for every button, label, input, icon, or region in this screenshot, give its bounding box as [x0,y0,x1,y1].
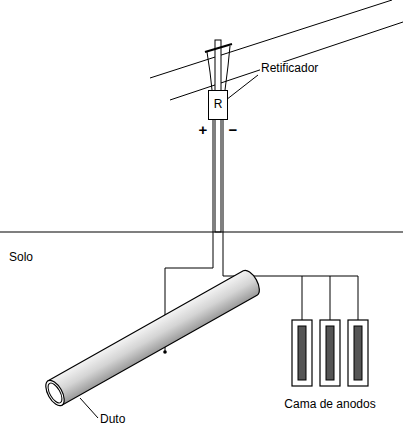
polarity-sign: − [228,122,239,139]
drop-wire [210,72,212,90]
leader-line [80,398,98,418]
anode-wire [302,276,303,320]
power-line [150,0,392,78]
cross-arm [205,44,232,52]
rectifier-letter: R [214,98,223,111]
anode-wire [330,276,331,320]
pipeline [42,267,263,408]
leader-line [226,75,258,100]
pipe-label: Duto [99,413,126,426]
power-line [170,22,403,100]
anode-bed-label: Cama de anodos [283,398,376,411]
polarity-sign: + [198,122,209,139]
negative-wire [223,120,358,276]
connection-point [163,350,167,354]
drop-wire [225,66,228,90]
ground-line [0,231,403,232]
utility-pole [215,40,221,232]
rectifier-box: R [208,90,228,120]
drop-wire [207,52,210,72]
rectifier-label: Retificador [260,62,319,75]
anode-wire [358,276,359,320]
drop-wire [228,46,230,66]
anode-bed [292,320,368,386]
soil-label: Solo [8,251,34,264]
